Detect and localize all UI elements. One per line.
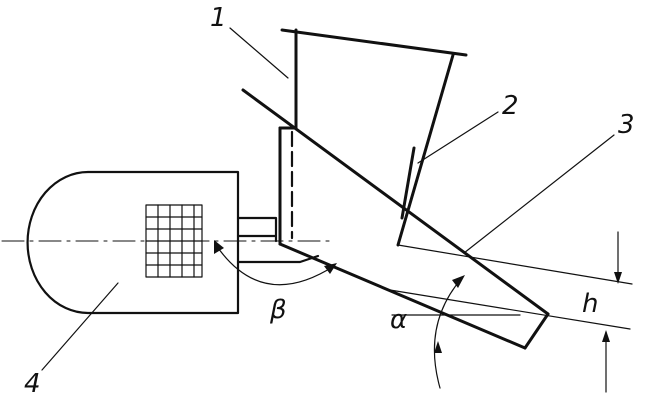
label-angle-beta: β <box>269 295 287 325</box>
height-dimension <box>602 231 622 393</box>
label-angle-alpha: α <box>390 305 407 335</box>
leader-1 <box>229 27 289 79</box>
label-part-2: 2 <box>502 91 519 121</box>
leader-3 <box>463 134 615 254</box>
label-part-1: 1 <box>210 3 227 33</box>
leader-4 <box>41 282 119 371</box>
vibrating-tray <box>241 88 550 350</box>
outlet-line <box>397 244 633 285</box>
tray-extension-line <box>389 289 631 330</box>
angle-beta-arc <box>214 240 337 286</box>
gate-plate <box>400 146 416 220</box>
shaft-coupling <box>236 216 278 243</box>
leader-2 <box>417 111 499 164</box>
label-height-h: h <box>582 289 598 319</box>
label-part-4: 4 <box>24 369 41 399</box>
angle-alpha-arc <box>433 275 465 389</box>
motor-windings <box>145 204 203 278</box>
motor-housing <box>26 170 240 315</box>
mounting-bracket <box>236 254 320 264</box>
label-part-3: 3 <box>618 110 635 140</box>
